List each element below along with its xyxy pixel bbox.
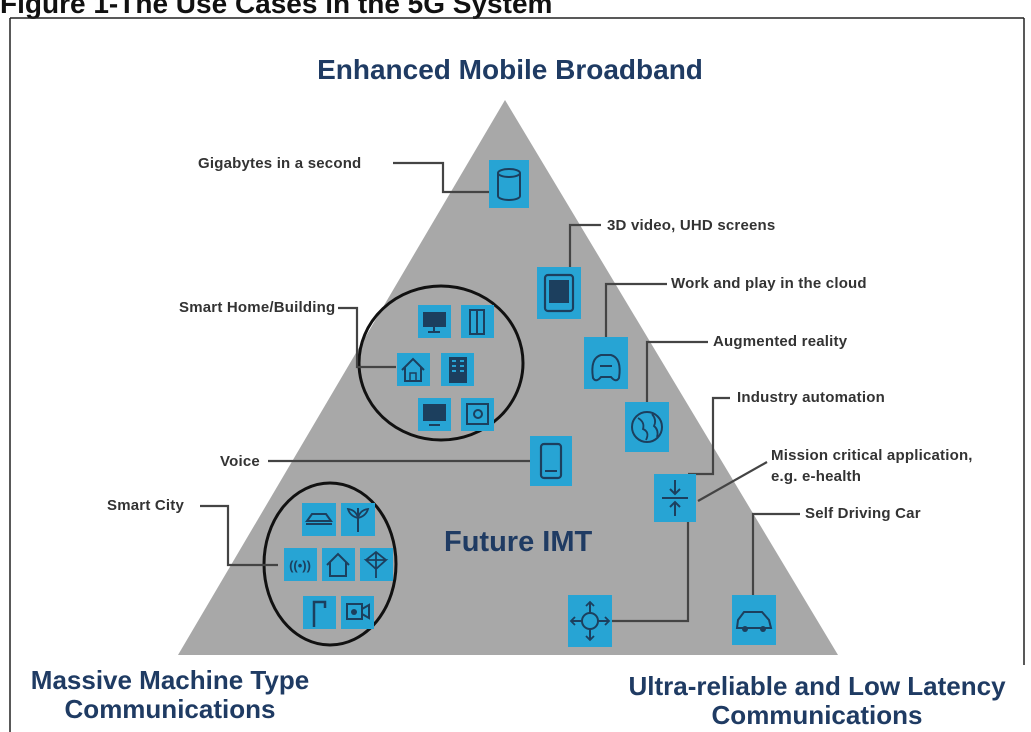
smart-home-icons	[397, 305, 494, 431]
automation-bottom-connector	[611, 495, 690, 623]
window-icon	[461, 305, 494, 338]
building-icon	[441, 353, 474, 386]
plant-icon	[341, 503, 375, 536]
mmtc-title: Massive Machine Type Communications	[0, 666, 340, 723]
signal-icon: ((•))	[284, 548, 317, 581]
power-grid-icon	[360, 548, 393, 581]
svg-text:((•)): ((•))	[289, 558, 311, 573]
label-smart-home: Smart Home/Building	[179, 299, 336, 316]
database-icon	[489, 160, 529, 208]
future-imt-title: Future IMT	[444, 526, 593, 558]
label-smart-city: Smart City	[107, 497, 185, 514]
label-self-driving-car: Self Driving Car	[805, 505, 921, 522]
smart-city-connector	[200, 504, 278, 567]
smart-home-connector	[338, 306, 396, 369]
compress-icon	[654, 474, 696, 522]
label-gigabytes: Gigabytes in a second	[198, 155, 362, 172]
label-mission-critical-line1: Mission critical application,	[771, 447, 973, 464]
cloud-connector	[604, 282, 667, 337]
industry-connector	[688, 396, 730, 476]
automation-node-icon	[568, 595, 612, 647]
video-connector	[568, 223, 601, 268]
city-house-icon	[322, 548, 355, 581]
label-augmented-reality: Augmented reality	[713, 333, 848, 350]
label-industry-automation: Industry automation	[737, 389, 885, 406]
label-voice: Voice	[220, 453, 260, 470]
mmtc-title-line1: Massive Machine Type	[30, 665, 310, 695]
label-cloud: Work and play in the cloud	[671, 275, 867, 292]
monitor-icon	[418, 305, 451, 338]
mmtc-title-line2: Communications	[64, 693, 276, 724]
globe-icon	[625, 402, 669, 452]
tablet-icon	[537, 267, 581, 319]
smart-home-circle	[357, 284, 525, 442]
self-driving-connector	[751, 512, 800, 596]
figure-caption: Figure 1-The Use Cases in the 5G System	[0, 0, 553, 19]
smart-city-icons: ((•))	[284, 503, 393, 629]
urllc-title-line1: Ultra-reliable and Low Latency	[628, 671, 1006, 701]
embb-title: Enhanced Mobile Broadband	[317, 54, 703, 85]
mission-connector	[697, 461, 768, 502]
city-car-icon	[302, 503, 336, 536]
streetlight-icon	[303, 596, 336, 629]
car-icon	[732, 595, 776, 645]
label-3d-video: 3D video, UHD screens	[607, 217, 776, 234]
label-mission-critical-line2: e.g. e-health	[771, 468, 862, 485]
screen-icon	[418, 398, 451, 431]
gamepad-icon	[584, 337, 628, 389]
urllc-title-line2: Communications	[711, 699, 923, 730]
safe-icon	[461, 398, 494, 431]
icon-tiles	[489, 160, 776, 647]
phone-icon	[530, 436, 572, 486]
camera-icon	[341, 596, 374, 629]
ar-connector	[645, 340, 708, 405]
house-icon	[397, 353, 430, 386]
urllc-title: Ultra-reliable and Low Latency Communica…	[604, 672, 1030, 729]
gigabytes-connector	[393, 161, 489, 194]
connector-lines	[200, 161, 800, 623]
